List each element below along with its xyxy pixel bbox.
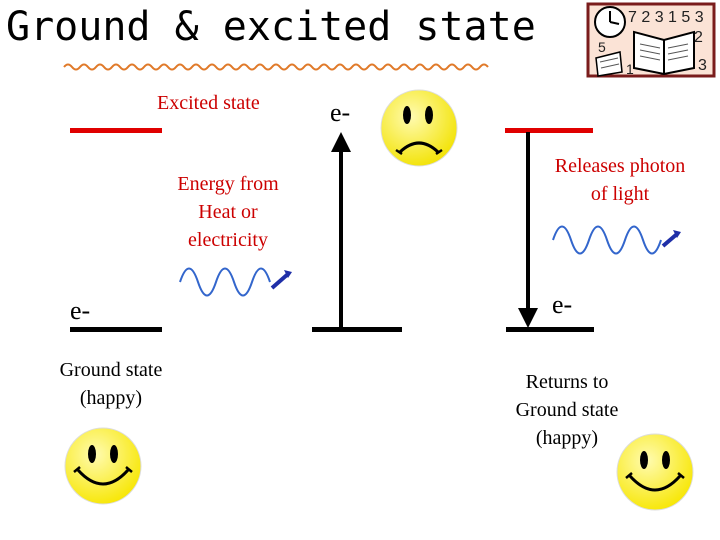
electron-top: e- [330, 98, 351, 127]
ground-line-1: Ground state [59, 359, 163, 381]
energy-line-1: Energy from [177, 173, 279, 195]
title-underline [63, 63, 489, 71]
excited-level-left [70, 128, 162, 133]
happy-face-icon [616, 433, 694, 511]
svg-text:1: 1 [626, 61, 634, 77]
light-wave-icon [552, 225, 681, 255]
returns-line-2: Ground state [515, 399, 619, 421]
excited-state-label: Excited state [157, 92, 260, 114]
ground-level-middle [312, 327, 402, 332]
ground-line-2: (happy) [79, 387, 143, 409]
ground-state-label: Ground state (happy) [36, 356, 186, 412]
energy-line-2: Heat or [198, 201, 258, 223]
sad-face-icon [380, 89, 458, 167]
releases-photon-label: Releases photon of light [532, 152, 708, 208]
excitation-arrow [331, 132, 351, 327]
energy-line-3: electricity [188, 229, 268, 251]
returns-line-1: Returns to [525, 371, 609, 393]
returns-line-3: (happy) [535, 427, 599, 449]
svg-text:2: 2 [694, 29, 703, 46]
svg-text:3: 3 [698, 57, 707, 74]
energy-source-label: Energy from Heat or electricity [158, 170, 298, 254]
electron-left: e- [70, 296, 91, 325]
ground-level-left [70, 327, 162, 332]
svg-text:7 2 3 1 5 3: 7 2 3 1 5 3 [628, 9, 704, 26]
electron-right: e- [552, 290, 573, 319]
book-and-clock-icon: 7 2 3 1 5 3 2 5 3 1 [586, 2, 716, 78]
ground-level-right [506, 327, 594, 332]
releases-line-1: Releases photon [554, 155, 686, 177]
page-title: Ground & excited state [6, 4, 536, 50]
happy-face-icon [64, 427, 142, 505]
light-wave-icon [170, 256, 296, 304]
svg-text:5: 5 [598, 39, 606, 55]
releases-line-2: of light [590, 183, 650, 205]
emission-arrow [518, 132, 538, 328]
excited-level-right [505, 128, 593, 133]
returns-label: Returns to Ground state (happy) [492, 368, 642, 452]
